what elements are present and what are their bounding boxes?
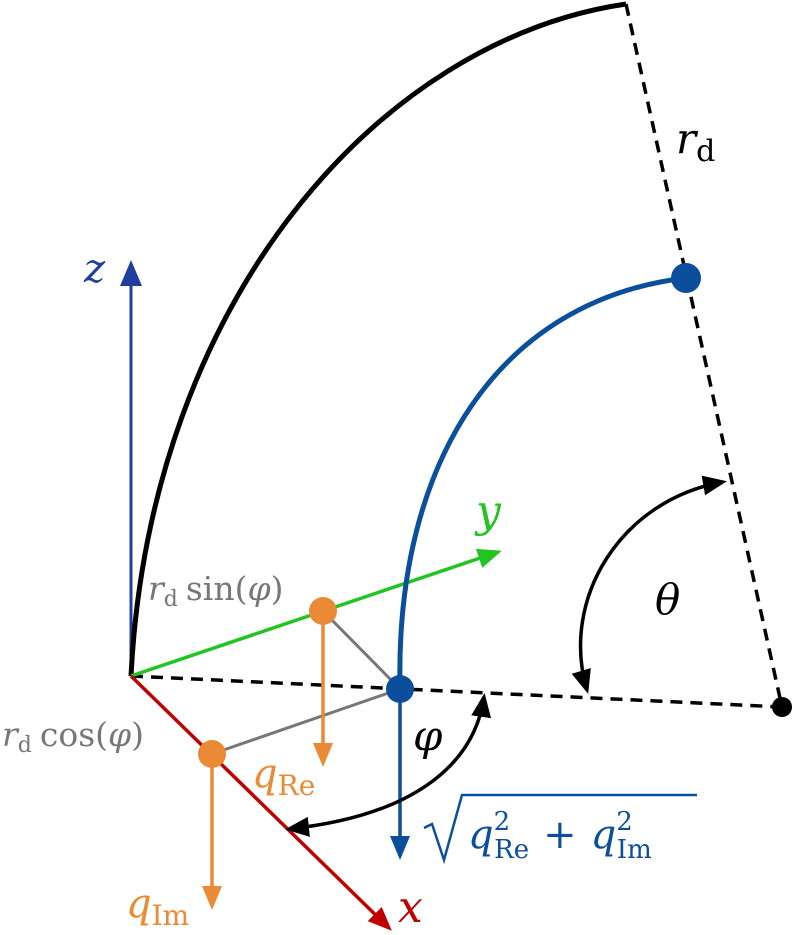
inner-arc <box>397 275 687 690</box>
rd-label: rd <box>676 114 715 169</box>
q-im-label: qIm <box>126 881 189 932</box>
z-axis-arrowhead <box>120 260 142 286</box>
x-axis <box>129 674 392 931</box>
z-axis-label: z <box>83 246 106 292</box>
projection-line-sin <box>321 609 402 691</box>
phi-angle-arc <box>285 693 492 837</box>
projection-line-cos <box>211 687 401 756</box>
origin-end-point <box>772 697 792 717</box>
sqrt-radical <box>423 793 697 865</box>
q-im-point <box>198 740 226 768</box>
q-re-label: qRe <box>252 751 315 802</box>
q-re-point <box>309 597 337 625</box>
radius-point <box>671 263 701 293</box>
radius-dashed-line <box>624 3 784 708</box>
projection-point <box>386 675 414 703</box>
theta-label: θ <box>655 575 680 624</box>
outer-arc <box>128 1 627 677</box>
theta-angle-arc <box>571 475 727 694</box>
y-axis-label: y <box>474 486 502 537</box>
phi-label: φ <box>413 711 443 760</box>
x-axis-label: x <box>398 882 423 933</box>
baseline-dashed-line <box>130 674 783 709</box>
